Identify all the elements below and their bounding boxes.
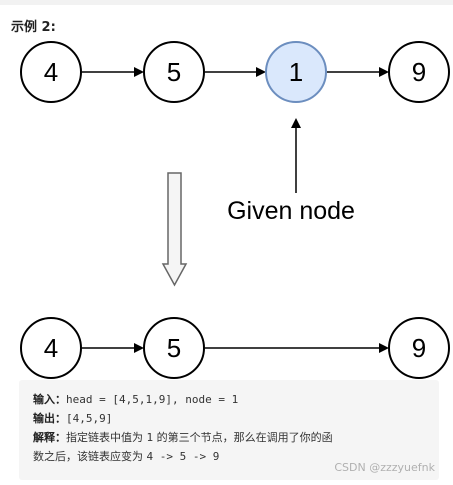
watermark: CSDN @zzzyuefnk (334, 461, 435, 474)
top-strip (0, 0, 453, 5)
arrowhead-icon (256, 67, 266, 77)
output-label: 输出： (33, 412, 66, 425)
input-value: head = [4,5,1,9], node = 1 (66, 393, 239, 406)
given-node-label: Given node (227, 197, 355, 225)
explain-code: 1 (146, 431, 154, 444)
arrowhead-icon (134, 67, 144, 77)
arrowhead-icon (379, 343, 389, 353)
node-bottom-1: 4 (20, 317, 82, 379)
node-value: 5 (167, 333, 181, 363)
explain-row-1: 解释：指定链表中值为 1 的第三个节点，那么在调用了你的函 (33, 428, 425, 447)
explain-text: 的第三个节点，那么在调用了你的函 (153, 431, 333, 444)
output-value: [4,5,9] (66, 412, 113, 425)
arrowhead-icon (379, 67, 389, 77)
node-top-1: 4 (20, 41, 82, 103)
input-row: 输入：head = [4,5,1,9], node = 1 (33, 390, 425, 409)
explain-row-2: 数之后，该链表应变为 4 -> 5 -> 9 (33, 447, 425, 466)
node-value: 4 (44, 333, 58, 363)
example-title: 示例 2: (11, 20, 56, 35)
transform-down-arrow-icon (161, 172, 188, 287)
node-bottom-3: 9 (388, 317, 450, 379)
explain-label: 解释： (33, 431, 66, 444)
node-value: 1 (289, 57, 303, 87)
explain-code: 4 -> 5 -> 9 (146, 450, 220, 463)
arrowhead-up-icon (291, 118, 301, 128)
node-value: 9 (412, 333, 426, 363)
node-bottom-2: 5 (143, 317, 205, 379)
node-top-4: 9 (388, 41, 450, 103)
node-value: 5 (167, 57, 181, 87)
input-label: 输入： (33, 393, 66, 406)
example-explanation-block: 输入：head = [4,5,1,9], node = 1 输出：[4,5,9]… (19, 380, 439, 480)
node-top-2: 5 (143, 41, 205, 103)
node-value: 4 (44, 57, 58, 87)
arrowhead-icon (134, 343, 144, 353)
node-value: 9 (412, 57, 426, 87)
explain-text: 指定链表中值为 (66, 431, 147, 444)
output-row: 输出：[4,5,9] (33, 409, 425, 428)
node-top-3-given: 1 (265, 41, 327, 103)
explain-text: 数之后，该链表应变为 (33, 450, 147, 463)
